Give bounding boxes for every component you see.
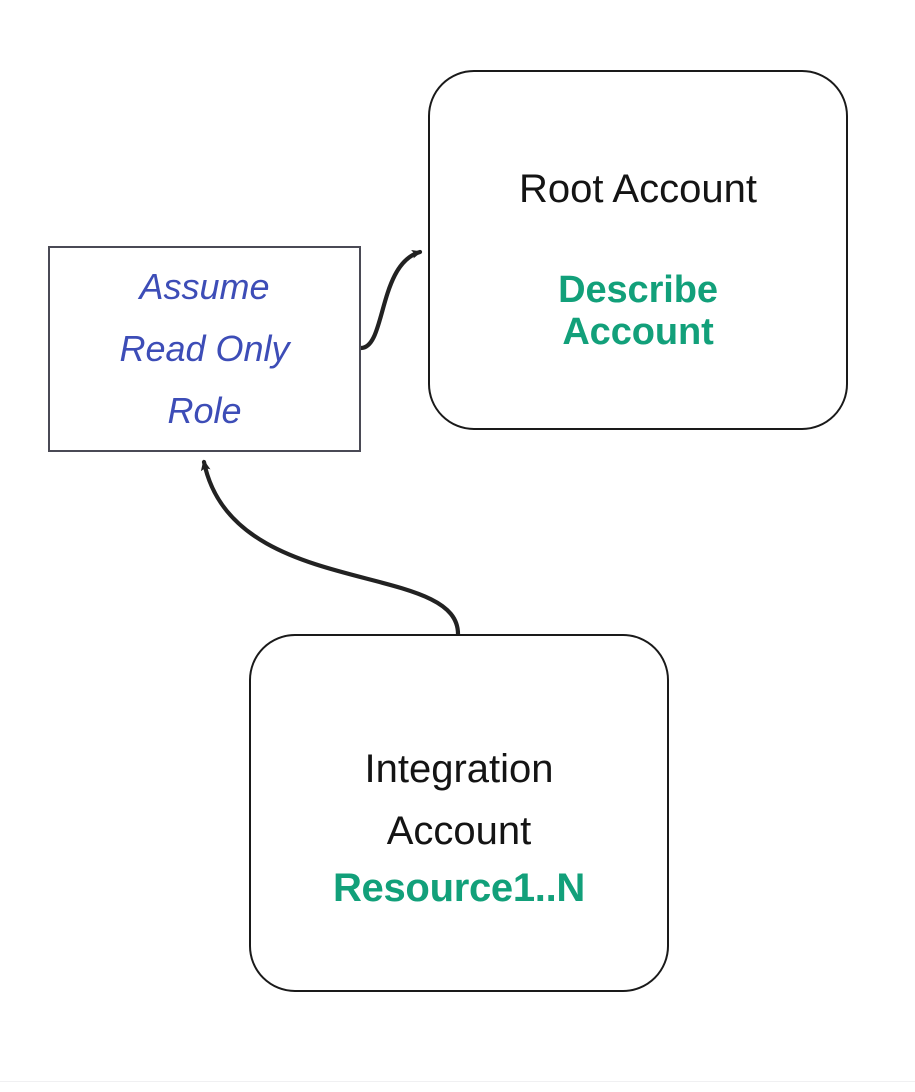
edge-integration-to-role <box>200 459 461 637</box>
edge-role-to-root <box>358 249 423 351</box>
assume-role-label: Assume Read Only Role <box>113 256 295 442</box>
integration-account-title: Integration Account <box>364 738 553 862</box>
assume-role-line3: Role <box>167 389 242 431</box>
node-integration-account[interactable]: Integration Account Resource1..N <box>249 634 669 992</box>
integration-account-title-line1: Integration <box>364 747 554 791</box>
bottom-divider <box>0 1081 915 1082</box>
assume-role-line1: Assume <box>139 266 270 308</box>
integration-account-resources: Resource1..N <box>332 866 586 910</box>
integration-account-title-line2: Account <box>386 809 532 853</box>
root-account-action-line1: Describe <box>558 268 718 311</box>
root-account-action-line2: Account <box>562 311 714 354</box>
assume-role-line2: Read Only <box>119 328 290 370</box>
node-assume-read-only-role[interactable]: Assume Read Only Role <box>48 246 361 452</box>
root-account-action: Describe Account <box>558 269 718 354</box>
node-root-account[interactable]: Root Account Describe Account <box>428 70 848 430</box>
root-account-title: Root Account <box>519 167 757 212</box>
